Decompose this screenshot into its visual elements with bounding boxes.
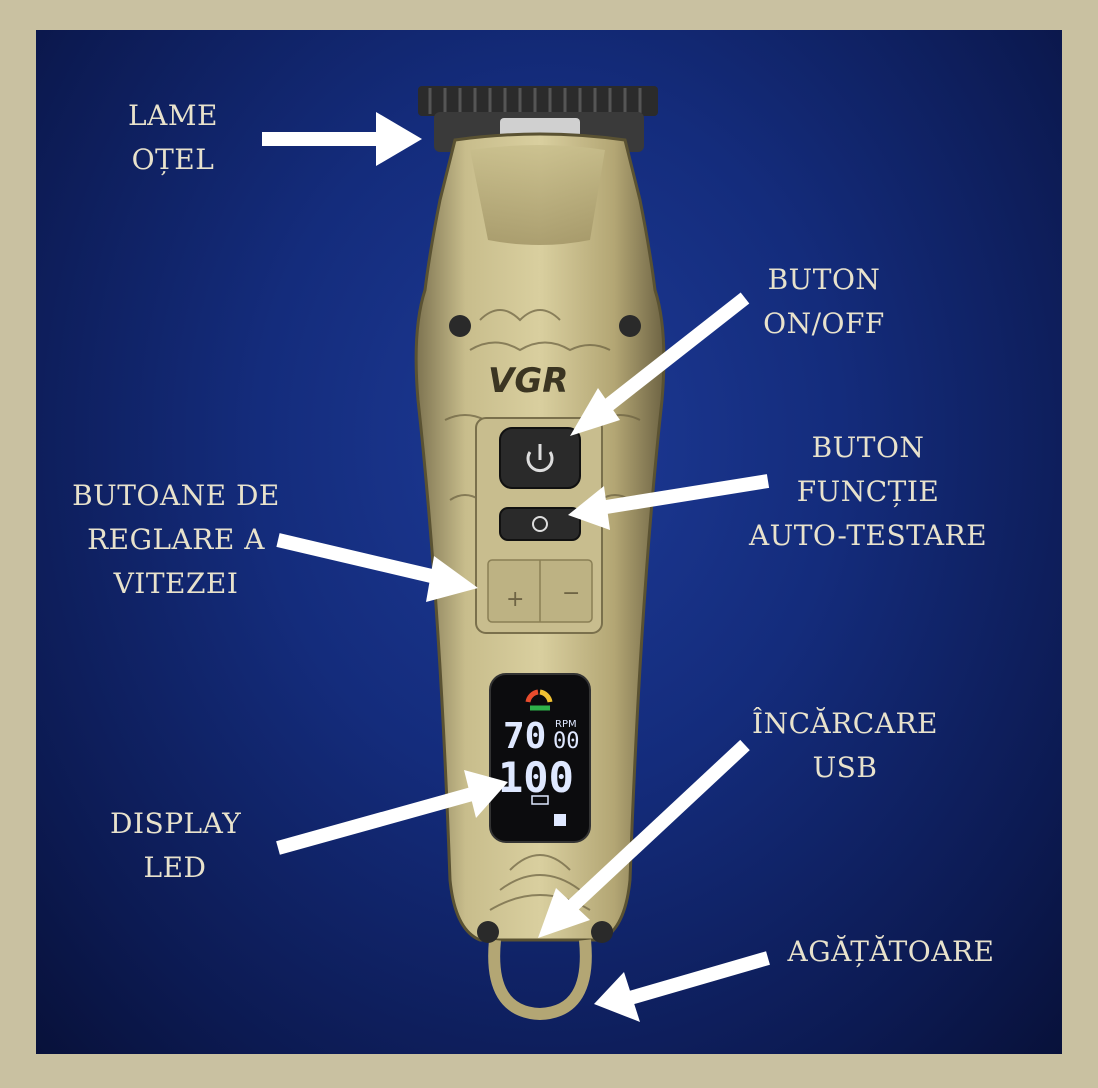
arrow-power — [570, 292, 750, 436]
power-button[interactable] — [499, 427, 581, 489]
screws — [449, 315, 641, 943]
annotation-arrows — [262, 112, 770, 1022]
power-icon — [526, 444, 554, 473]
label-hanger: AGĂȚĂTOARE — [787, 935, 995, 968]
speed-buttons[interactable]: + − — [487, 559, 593, 623]
lock-icon — [554, 814, 566, 826]
arrow-hanger — [594, 951, 770, 1022]
arrow-blades — [262, 112, 422, 166]
svg-text:00: 00 — [553, 729, 580, 754]
led-display: 70 RPM 00 100 — [489, 673, 591, 843]
arrow-function — [568, 474, 770, 530]
arrow-speed — [276, 533, 478, 602]
arrow-display — [276, 770, 508, 855]
function-button[interactable] — [499, 507, 581, 541]
svg-text:70: 70 — [503, 716, 546, 757]
arrow-usb — [538, 739, 750, 938]
svg-text:RPM: RPM — [555, 719, 577, 730]
minus-icon: − — [562, 581, 580, 606]
svg-text:100: 100 — [498, 753, 574, 802]
hanger-loop — [488, 939, 592, 1021]
battery-icon — [531, 795, 549, 805]
brand-logo: VGR — [488, 361, 568, 401]
plus-icon: + — [506, 587, 524, 612]
refresh-icon — [532, 516, 548, 532]
